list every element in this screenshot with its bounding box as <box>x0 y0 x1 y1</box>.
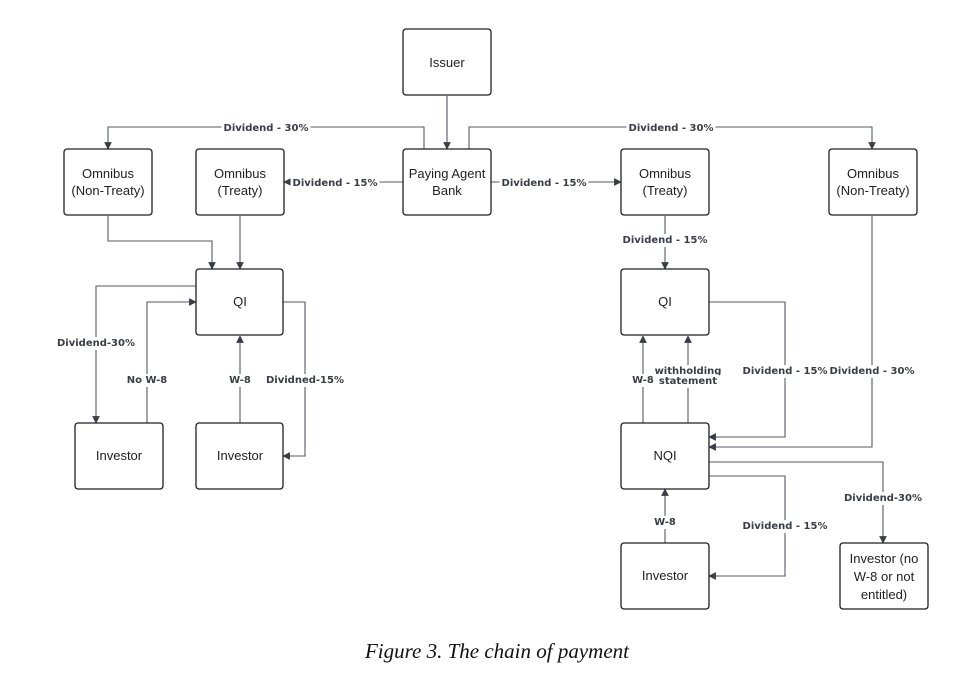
edge-left-qi-to-investor-a <box>92 285 196 424</box>
edge-nqi-to-investor-no-w8 <box>709 461 887 544</box>
label-left-qi-to-investor-b: Dividned-15% <box>266 375 344 386</box>
node-right-omnibus-treaty-line-1: Omnibus <box>639 166 692 181</box>
label-right-qi-to-nqi: Dividend - 15% <box>743 366 828 377</box>
edge-label-background <box>264 374 346 387</box>
node-investor-no-w8-line-1: Investor (no <box>850 551 919 566</box>
edge-label-background <box>656 375 720 388</box>
label-nqi-to-right-qi-statement-line-1: withholding <box>655 366 722 377</box>
node-right-investor: Investor <box>620 542 710 610</box>
node-right-qi: QI <box>620 268 710 336</box>
edge-label-background <box>842 492 924 505</box>
edge-label-background <box>620 234 710 247</box>
node-right-qi-label: QI <box>658 294 672 309</box>
node-issuer-label: Issuer <box>429 55 465 70</box>
label-right-treaty-to-qi: Dividend - 15% <box>623 235 708 246</box>
label-left-qi-to-investor-a: Dividend-30% <box>57 338 135 349</box>
edge-left-non-treaty-to-qi <box>107 216 216 270</box>
node-right-omnibus-treaty-line-2: (Treaty) <box>642 183 687 198</box>
node-left-qi-label: QI <box>233 294 247 309</box>
edge-label-background <box>221 122 311 135</box>
label-right-non-treaty-to-nqi: Dividend - 30% <box>830 366 915 377</box>
node-issuer: Issuer <box>402 28 492 96</box>
node-left-omnibus-treaty-line-1: Omnibus <box>214 166 267 181</box>
node-investor-no-w8: Investor (no W-8 or not entitled) <box>839 542 929 610</box>
node-right-investor-label: Investor <box>642 568 689 583</box>
node-left-investor-b-label: Investor <box>217 448 264 463</box>
edge-investor-a-to-left-qi <box>146 298 197 423</box>
edge-label-background <box>827 365 917 378</box>
node-paying-agent-bank-line-1: Paying Agent <box>409 166 486 181</box>
edge-label-background <box>499 177 589 190</box>
edge-right-non-treaty-to-nqi <box>708 216 873 451</box>
node-nqi: NQI <box>620 422 710 490</box>
node-left-omnibus-treaty: Omnibus (Treaty) <box>195 148 285 216</box>
edge-label-background <box>227 374 253 387</box>
node-paying-agent-bank: Paying Agent Bank <box>402 148 492 216</box>
node-left-omnibus-non-treaty: Omnibus (Non-Treaty) <box>63 148 153 216</box>
node-right-omnibus-non-treaty-line-1: Omnibus <box>847 166 900 181</box>
node-right-omnibus-non-treaty-line-2: (Non-Treaty) <box>836 183 909 198</box>
node-left-qi: QI <box>195 268 284 336</box>
node-left-investor-b: Investor <box>195 422 284 490</box>
node-left-omnibus-non-treaty-line-1: Omnibus <box>82 166 135 181</box>
node-right-omnibus-treaty: Omnibus (Treaty) <box>620 148 710 216</box>
label-nqi-to-right-qi-statement-line-2: statement <box>659 376 717 387</box>
edge-label-background <box>626 122 716 135</box>
node-paying-agent-bank-line-2: Bank <box>432 183 462 198</box>
edge-labels: Dividend - 30% Dividend - 30% Dividend -… <box>55 122 924 533</box>
label-to-right-treaty: Dividend - 15% <box>502 178 587 189</box>
edge-label-background <box>630 374 656 387</box>
label-investor-b-to-left-qi: W-8 <box>229 375 251 386</box>
edge-label-background <box>55 337 137 350</box>
figure-caption: Figure 3. The chain of payment <box>364 639 630 663</box>
label-investor-a-to-left-qi: No W-8 <box>127 375 167 386</box>
label-nqi-to-investor-no-w8: Dividend-30% <box>844 493 922 504</box>
node-left-omnibus-non-treaty-line-2: (Non-Treaty) <box>71 183 144 198</box>
label-nqi-to-right-qi-w8: W-8 <box>632 375 654 386</box>
edge-label-background <box>740 365 830 378</box>
node-investor-no-w8-line-3: entitled) <box>861 587 907 602</box>
label-to-right-non-treaty: Dividend - 30% <box>629 123 714 134</box>
node-investor-no-w8-line-2: W-8 or not <box>854 569 915 584</box>
label-right-investor-to-nqi: W-8 <box>654 517 676 528</box>
node-right-omnibus-non-treaty: Omnibus (Non-Treaty) <box>828 148 918 216</box>
edge-label-background <box>124 374 170 387</box>
node-left-omnibus-treaty-line-2: (Treaty) <box>217 183 262 198</box>
edge-label-background <box>740 520 830 533</box>
edge-label-background <box>290 177 380 190</box>
label-nqi-to-right-investor: Dividend - 15% <box>743 521 828 532</box>
label-to-left-non-treaty: Dividend - 30% <box>224 123 309 134</box>
node-left-investor-a: Investor <box>74 422 164 490</box>
edge-label-background <box>652 516 678 529</box>
node-left-investor-a-label: Investor <box>96 448 143 463</box>
label-to-left-treaty: Dividend - 15% <box>293 178 378 189</box>
edge-label-background <box>652 365 724 378</box>
node-nqi-label: NQI <box>653 448 676 463</box>
